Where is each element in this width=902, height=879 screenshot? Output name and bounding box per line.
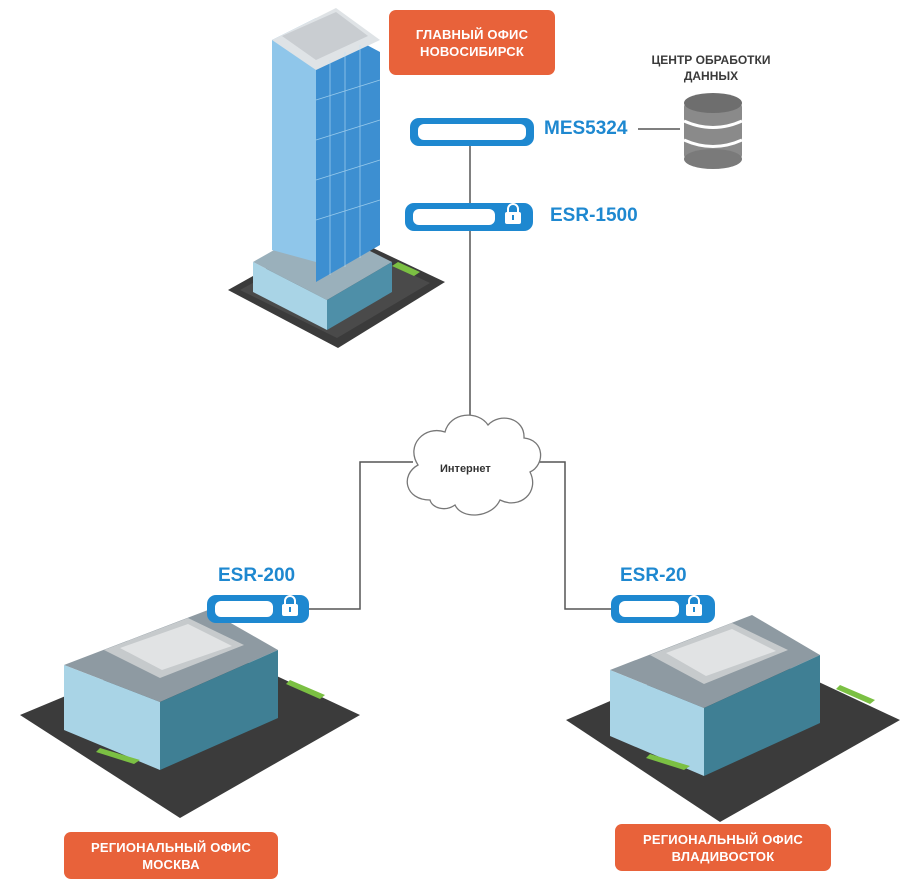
internet-label: Интернет bbox=[440, 463, 491, 475]
vladivostok-office-label-line1: РЕГИОНАЛЬНЫЙ ОФИС bbox=[643, 831, 803, 847]
router-main-label: ESR-1500 bbox=[550, 205, 638, 226]
link-internet-vladivostok bbox=[533, 461, 613, 610]
link-internet-moscow bbox=[308, 461, 413, 610]
main-office-label-line2: НОВОСИБИРСК bbox=[420, 43, 524, 59]
lock-icon bbox=[282, 595, 298, 616]
switch-device bbox=[410, 118, 534, 146]
database-icon bbox=[683, 93, 743, 169]
router-moscow-label: ESR-200 bbox=[218, 565, 296, 586]
lock-icon bbox=[686, 595, 702, 616]
main-office-label: ГЛАВНЫЙ ОФИС НОВОСИБИРСК bbox=[389, 10, 555, 75]
vladivostok-office-label: РЕГИОНАЛЬНЫЙ ОФИС ВЛАДИВОСТОК bbox=[615, 824, 831, 871]
datacenter-label-line2: ДАННЫХ bbox=[683, 69, 739, 83]
main-office-building bbox=[228, 8, 445, 348]
router-moscow-device bbox=[207, 595, 309, 623]
datacenter-label: ЦЕНТР ОБРАБОТКИ ДАННЫХ bbox=[636, 52, 786, 84]
datacenter-label-line1: ЦЕНТР ОБРАБОТКИ bbox=[651, 53, 771, 67]
moscow-office-label: РЕГИОНАЛЬНЫЙ ОФИС МОСКВА bbox=[64, 832, 278, 879]
cloud-icon bbox=[406, 414, 542, 516]
switch-label: MES5324 bbox=[544, 118, 628, 139]
moscow-office-building bbox=[20, 610, 360, 818]
vladivostok-office-building bbox=[566, 615, 900, 822]
moscow-office-label-line1: РЕГИОНАЛЬНЫЙ ОФИС bbox=[91, 839, 251, 855]
vladivostok-office-label-line2: ВЛАДИВОСТОК bbox=[671, 848, 775, 864]
router-main-device bbox=[405, 203, 533, 231]
router-vladivostok-device bbox=[611, 595, 715, 623]
lock-icon bbox=[505, 203, 521, 224]
main-office-label-line1: ГЛАВНЫЙ ОФИС bbox=[415, 26, 529, 42]
moscow-office-label-line2: МОСКВА bbox=[142, 856, 200, 872]
router-vladivostok-label: ESR-20 bbox=[620, 565, 687, 586]
connections bbox=[308, 128, 680, 610]
